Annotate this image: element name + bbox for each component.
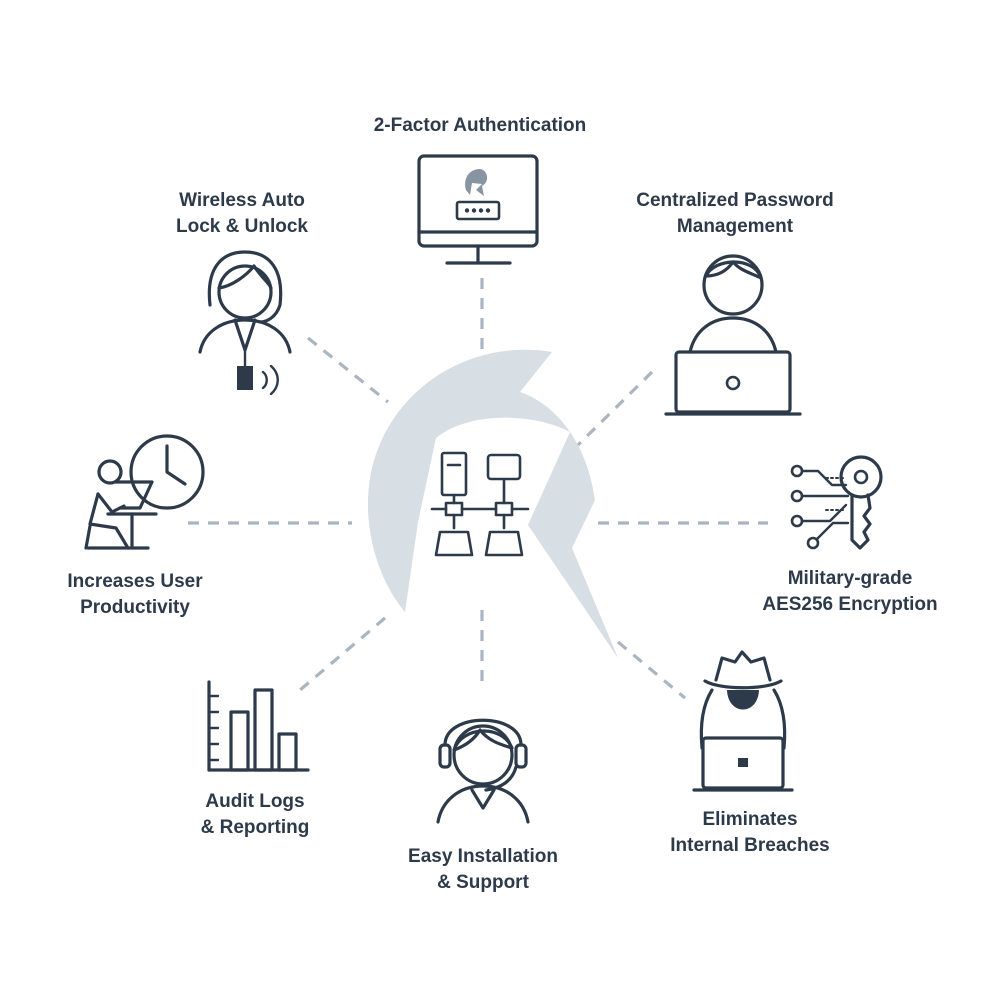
label-line: Management — [676, 216, 794, 237]
label-line: Centralized Password — [636, 190, 834, 211]
hacker-icon — [692, 650, 794, 792]
label-wireless-lock: Wireless Auto Lock & Unlock — [142, 188, 342, 240]
headset-agent-icon — [436, 718, 530, 824]
label-password-mgmt: Centralized Password Management — [600, 188, 870, 240]
label-line: Audit Logs — [205, 791, 305, 812]
circuit-key-icon — [790, 455, 883, 550]
label-line: Internal Breaches — [670, 835, 830, 856]
connector-breaches — [616, 640, 687, 700]
label-line: Easy Installation — [408, 846, 558, 867]
label-breaches: Eliminates Internal Breaches — [630, 807, 870, 859]
label-line: AES256 Encryption — [762, 594, 938, 615]
label-line: Wireless Auto — [179, 190, 305, 211]
label-line: & Reporting — [200, 817, 310, 838]
connector-audit — [298, 616, 387, 692]
label-line: Increases User — [67, 571, 203, 592]
label-productivity: Increases User Productivity — [35, 569, 235, 621]
label-support: Easy Installation & Support — [368, 844, 598, 896]
label-line: 2-Factor Authentication — [373, 115, 587, 136]
connector-wireless-lock — [307, 336, 389, 404]
network-computers-icon — [430, 451, 530, 557]
connector-password-mgmt — [576, 370, 654, 447]
connectors — [188, 278, 768, 700]
label-encryption: Military-grade AES256 Encryption — [715, 566, 985, 618]
user-laptop-icon — [664, 254, 802, 416]
label-line: & Support — [437, 872, 529, 893]
bar-chart-icon — [207, 680, 310, 772]
label-audit: Audit Logs & Reporting — [155, 789, 355, 841]
label-line: Military-grade — [787, 568, 913, 589]
user-clock-icon — [84, 434, 205, 550]
spartan-helmet-icon — [367, 349, 618, 658]
label-line: Eliminates — [702, 809, 798, 830]
label-two-factor: 2-Factor Authentication — [330, 113, 630, 139]
label-line: Productivity — [80, 597, 190, 618]
monitor-login-icon — [417, 154, 539, 265]
label-line: Lock & Unlock — [176, 216, 308, 237]
badge-wireless-icon — [198, 250, 292, 396]
